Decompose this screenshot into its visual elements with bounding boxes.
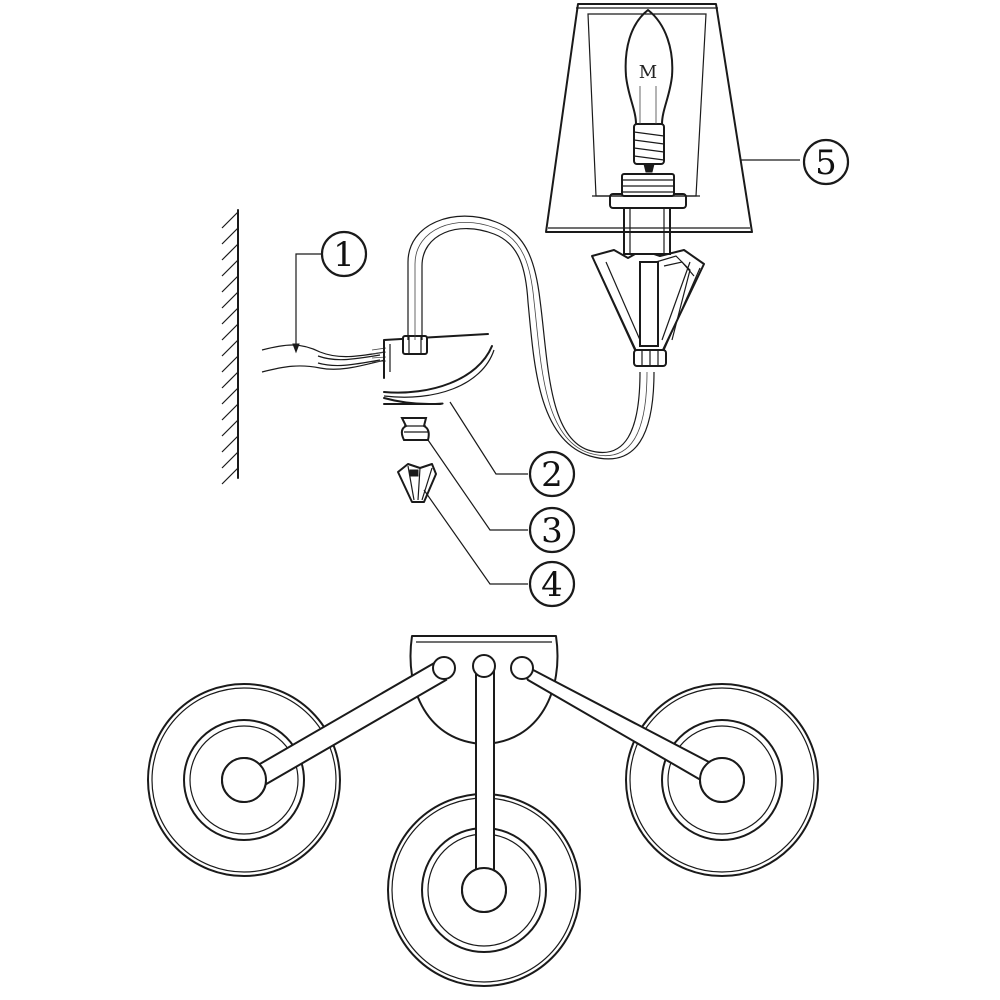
- bulb-filament: M: [639, 62, 657, 83]
- callout-1-label: 1: [333, 235, 355, 275]
- finial-cap: [400, 417, 430, 441]
- lamp-arm: [407, 215, 655, 460]
- top-view-arms: [244, 659, 730, 891]
- callout-5: 5: [802, 138, 850, 186]
- callout-2: 2: [528, 450, 576, 498]
- lamp-head: [587, 13, 707, 367]
- callout-2-label: 2: [541, 455, 563, 495]
- callout-3-label: 3: [541, 511, 563, 551]
- callout-3: 3: [528, 506, 576, 554]
- callout-4-label: 4: [541, 565, 563, 605]
- supply-wires: [261, 344, 387, 373]
- wall-plate: [383, 345, 495, 405]
- crystal-finial: [397, 463, 437, 503]
- top-view: [147, 635, 819, 987]
- wall-hatching: [221, 211, 239, 485]
- lamp-shade: [545, 3, 753, 233]
- wall: [221, 209, 239, 485]
- mounting-bracket: [383, 333, 489, 379]
- callout-1: 1: [320, 230, 368, 278]
- leader-lines: [292, 159, 800, 585]
- callout-5-label: 5: [815, 143, 837, 183]
- callout-4: 4: [528, 560, 576, 608]
- candle-bulb: M: [624, 9, 674, 173]
